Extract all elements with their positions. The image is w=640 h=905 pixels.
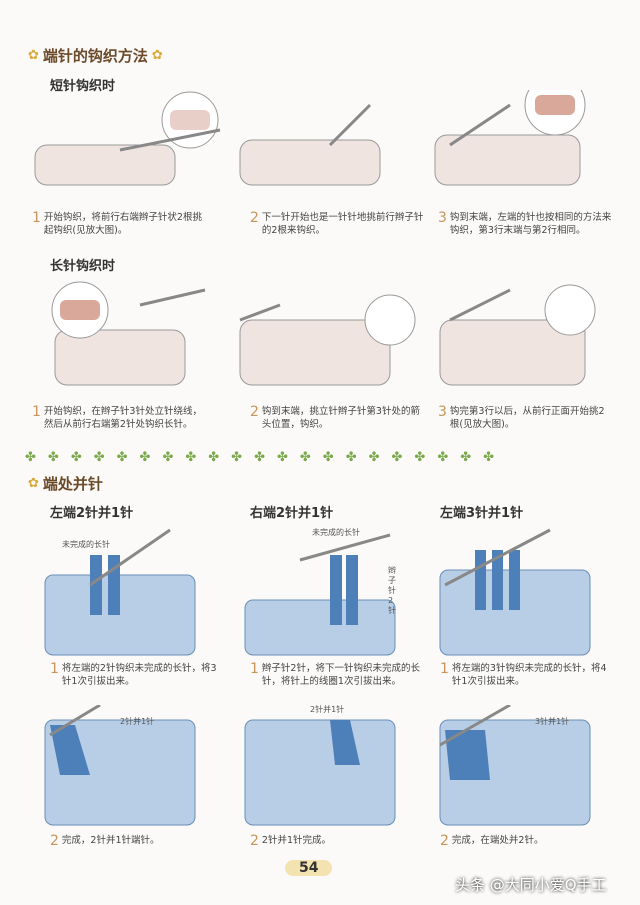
step-number: 1 [32, 210, 41, 226]
step-number: 1 [32, 404, 41, 420]
flower-icon: ✿ [28, 48, 39, 63]
annotation-unfinished-dc: 未完成的长针 [62, 540, 110, 549]
step-number: 2 [440, 833, 449, 849]
decrease-complete-right-2tog [244, 719, 396, 826]
flower-icon: ✿ [28, 476, 39, 491]
title-text: 端针的钩织方法 [42, 47, 148, 65]
decrease-complete-left-3tog [439, 705, 591, 826]
section-title-edge-stitch: ✿端针的钩织方法✿ [28, 45, 163, 66]
step-number: 3 [438, 210, 447, 226]
dc-illustrations [51, 281, 596, 386]
step-number: 2 [50, 833, 59, 849]
column-heading-left-2tog: 左端2针并1针 [50, 506, 134, 521]
sc-illustration-2 [239, 103, 381, 186]
page-number: 54 [285, 860, 333, 876]
step-text: 开始钩织，将前行右端辫子针状2根挑起钩织(见放大图)。 [43, 212, 202, 236]
annotation-2tog: 2针并1针 [310, 705, 345, 714]
decrease-illustration-left-2tog [44, 528, 196, 656]
step-text: 钩到末端，挑立针辫子针第3针处的箭头位置，钩织。 [261, 406, 420, 430]
step-text: 辫子针2针，将下一针钩织未完成的长针，将针上的线圈1次引拔出来。 [261, 663, 420, 687]
flower-divider: ✤✤✤✤✤✤✤✤✤✤✤✤✤✤✤✤✤✤✤✤✤ [25, 450, 495, 465]
step-number: 1 [50, 661, 59, 677]
step-text: 钩到末端，左端的针也按相同的方法来钩织，第3行末端与第2行相同。 [449, 212, 612, 236]
step-number: 3 [438, 404, 447, 420]
flower-icon: ✿ [151, 48, 163, 63]
step-number: 2 [250, 404, 259, 420]
step-text: 2针并1针完成。 [261, 835, 332, 846]
step-number: 1 [250, 661, 259, 677]
decrease-complete-left-2tog [44, 705, 196, 826]
step-text: 下一针开始也是一针针地挑前行辫子针的2根来钩织。 [261, 212, 424, 236]
decrease-illustrations-1 [44, 528, 591, 656]
step-number: 2 [250, 833, 259, 849]
subheading-single-crochet: 短针钩织时 [50, 79, 116, 94]
annotation-2tog: 2针并1针 [120, 717, 155, 726]
decrease-illustrations-2 [44, 705, 591, 826]
step-text: 完成，2针并1针端针。 [61, 835, 160, 846]
column-heading-left-3tog: 左端3针并1针 [440, 506, 524, 521]
sc-illustration-1 [34, 91, 221, 186]
section-title-decrease: ✿端处并针 [28, 473, 103, 494]
annotation-3tog: 3针并1针 [535, 717, 570, 726]
sc-illustrations [34, 90, 586, 186]
step-text: 完成，在端处并2针。 [451, 835, 544, 846]
dc-illustration-1 [51, 281, 206, 386]
step-text: 将左端的3针钩织未完成的长针，将4针1次引拔出来。 [451, 663, 607, 687]
step-number: 1 [440, 661, 449, 677]
dc-illustration-3 [439, 284, 596, 386]
step-number: 2 [250, 210, 259, 226]
decrease-illustration-left-3tog [439, 528, 591, 656]
decrease-illustration-right-2tog [244, 533, 396, 656]
annotation-chain-2: 辫子针2针 [388, 566, 396, 615]
watermark: 头条 @大同小爱Q手工 [455, 876, 607, 894]
step-text: 开始钩织，在辫子针3针处立针绕线，然后从前行右端第2针处钩织长针。 [43, 406, 202, 430]
step-text: 钩完第3行以后，从前行正面开始挑2根(见放大图)。 [449, 406, 605, 430]
step-text: 将左端的2针钩织未完成的长针，将3针1次引拔出来。 [61, 663, 217, 687]
subheading-double-crochet: 长针钩织时 [50, 259, 116, 274]
dc-illustration-2 [239, 294, 416, 386]
sc-illustration-3 [434, 90, 586, 186]
column-heading-right-2tog: 右端2针并1针 [250, 506, 334, 521]
annotation-unfinished-dc: 未完成的长针 [312, 528, 360, 537]
title-text: 端处并针 [42, 475, 103, 493]
